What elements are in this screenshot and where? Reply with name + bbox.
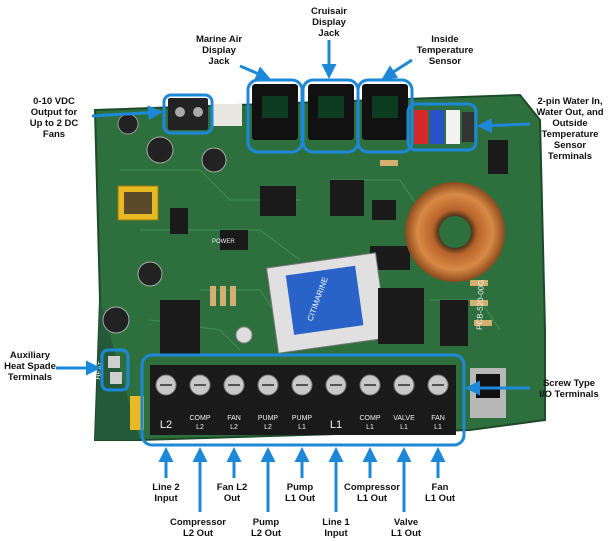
terminal-label: L2: [230, 424, 238, 431]
inside-temp-label: Inside Temperature Sensor: [416, 34, 474, 67]
terminal-label: L1: [330, 419, 342, 431]
capacitor-3: [201, 147, 227, 173]
sensor-connector-black: [462, 112, 474, 142]
power-label: POWER: [212, 239, 235, 245]
arrow-sensor-terminals: [477, 118, 531, 134]
terminal-label: COMP: [190, 415, 211, 422]
resistor: [210, 286, 216, 306]
terminal-label: L2: [196, 424, 204, 431]
line1-input-label: Line 1 Input: [322, 517, 350, 539]
ic-chip-5: [170, 208, 188, 234]
fan-terminal-screw-2: [193, 107, 203, 117]
terminal-label: L2: [160, 419, 172, 431]
resistor: [220, 286, 226, 306]
inside-temp-jack-port: [372, 96, 398, 118]
fan-terminal-screw-1: [175, 107, 185, 117]
relay-label: [285, 265, 364, 335]
terminal-label: PUMP: [258, 415, 279, 422]
capacitor-2: [146, 136, 174, 164]
arrow-inside-temp: [381, 58, 413, 80]
marine-air-jack-label: Marine Air Display Jack: [195, 34, 243, 67]
compressor-l1-label: Compressor L1 Out: [344, 482, 400, 504]
capacitor-4: [137, 261, 163, 287]
ic-chip-4: [220, 230, 248, 250]
terminal-label: L1: [434, 424, 442, 431]
aux-heat-highlight: [100, 348, 130, 392]
fan-terminal-block: [168, 98, 208, 130]
terminal-label: FAN: [227, 415, 241, 422]
callout-arrows: [56, 40, 531, 396]
pcb-code: PCB-520-00G: [475, 280, 486, 331]
fan-output-highlight: [162, 93, 214, 135]
terminal-label: L2: [264, 424, 272, 431]
resistor: [380, 160, 398, 166]
bracket-transistor: [476, 374, 500, 398]
capacitor-1: [117, 113, 139, 135]
sensor-connector-red: [414, 110, 428, 144]
cruisair-jack-label: Cruisair Display Jack: [311, 6, 347, 39]
terminal-label: L1: [298, 424, 306, 431]
rj-jacks: [252, 84, 408, 140]
arrow-vdc-output: [91, 105, 163, 121]
terminal-label: COMP: [360, 415, 381, 422]
terminal-label: VALVE: [393, 415, 415, 422]
terminal-label: PUMP: [292, 415, 313, 422]
relay-right: [378, 288, 424, 344]
choke-right: [488, 140, 508, 174]
sensor-connector-white: [446, 110, 460, 144]
callout-highlights: [100, 78, 478, 447]
terminal-label: L1: [366, 424, 374, 431]
sensor-terminals-highlight: [406, 102, 478, 152]
screw-type-label: Screw Type I/O Terminals: [539, 378, 599, 400]
valve-l1-label: Valve L1 Out: [390, 517, 422, 539]
terminal-label: FAN: [431, 415, 445, 422]
capacitor-5: [102, 306, 130, 334]
aux-heat-label: Auxiliary Heat Spade Terminals: [4, 350, 56, 383]
toroid-center: [439, 216, 471, 248]
two-pin-label: 2-pin Water In, Water Out, and Outside T…: [536, 96, 604, 162]
ic-chip-1: [260, 186, 296, 216]
relay-far-right: [440, 300, 468, 346]
fan-l2-label: Fan L2 Out: [216, 482, 248, 504]
compressor-l2-label: Compressor L2 Out: [170, 517, 226, 539]
resistor: [470, 280, 488, 286]
terminal-label: L1: [400, 424, 408, 431]
fan-l1-label: Fan L1 Out: [424, 482, 456, 504]
white-connector: [212, 104, 242, 126]
line2-input-label: Line 2 Input: [152, 482, 180, 504]
transformer-core: [124, 192, 152, 214]
sensor-connector-blue: [430, 110, 444, 144]
capacitor-6: [235, 326, 253, 344]
marine-air-jack-port: [262, 96, 288, 118]
inside-temp-jack-highlight: [356, 78, 414, 154]
relay-left: [160, 300, 200, 356]
vdc-output-label: 0-10 VDC Output for Up to 2 DC Fans: [29, 96, 79, 140]
resistor: [474, 320, 492, 326]
ic-chip-2: [330, 180, 364, 216]
cruisair-jack-port: [318, 96, 344, 118]
resistor: [470, 300, 488, 306]
resistor: [230, 286, 236, 306]
screw-terminals-highlight: [140, 353, 466, 447]
resistors: [210, 160, 492, 326]
bottom-callout-arrows: [158, 447, 446, 512]
ic-chip-3: [372, 200, 396, 220]
screw-terminals: L2 COMP L2 FAN L2 PUMP L2 PUMP L1 L1 COMP L1 VALVE L1…: [155, 374, 449, 431]
aux-heat-terminal-1: [108, 356, 120, 368]
pcb-board-shade: [95, 300, 140, 440]
pump-l2-label: Pump L2 Out: [250, 517, 282, 539]
pump-l1-label: Pump L1 Out: [284, 482, 316, 504]
arrow-marine-air-jack: [239, 64, 271, 81]
aux-heat-terminal-2: [110, 372, 122, 384]
